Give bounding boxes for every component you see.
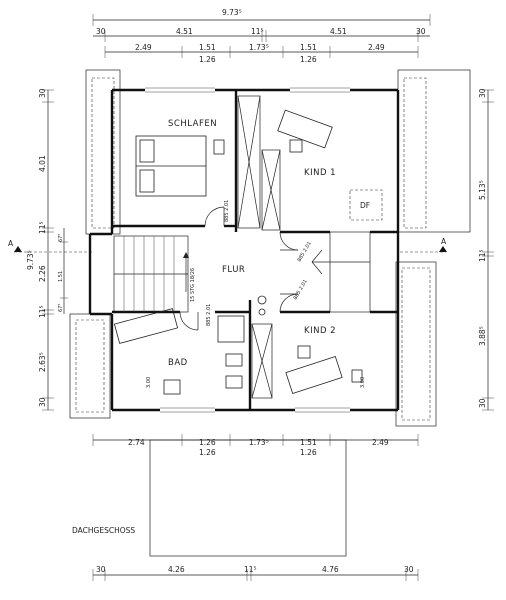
right-dim: 3.88⁵ (478, 326, 487, 346)
sill-label: 3.00 (360, 377, 366, 388)
top-row2-dim: 2.49 (135, 43, 152, 52)
stair-treads: 15 STG 18/26 (123, 236, 196, 312)
bottom-row2-dim: 11⁵ (244, 565, 257, 574)
bottom-row2-dim: 4.76 (322, 565, 339, 574)
left-inner-dim: 67⁵ (58, 304, 64, 312)
top-row1-dim: 30 (96, 27, 106, 36)
door-label: 885 2.01 (293, 279, 309, 301)
desk-icon (277, 109, 333, 149)
skylight-icon (349, 189, 383, 221)
sink-icon (225, 375, 243, 389)
left-dim: 4.01 (38, 155, 47, 172)
room-labels: SCHLAFEN KIND 1 FLUR KIND 2 BAD 3.00 3.0… (146, 119, 366, 388)
interior-walls (112, 90, 398, 410)
stair-label: 15 STG 18/26 (190, 268, 196, 302)
top-row2-sub-dim: 1.26 (300, 55, 317, 64)
left-inner-dim: 1.51 (58, 271, 64, 282)
bottom-row1-dim: 2.74 (128, 438, 145, 447)
room-label-kind2: KIND 2 (304, 326, 336, 336)
right-dimension-chains: 30 5.13⁵ 11⁵ 3.88⁵ 30 A (400, 88, 494, 411)
top-row2-sub-dim: 1.26 (199, 55, 216, 64)
section-extension (149, 439, 347, 557)
doors: 885 2.01 885 2.01 885 2.01 885 2.01 (179, 200, 313, 331)
right-dim: 11⁵ (478, 249, 487, 262)
left-dim: 2.26 (38, 265, 47, 282)
top-overall-dim: 9.73⁵ (222, 8, 242, 17)
top-row1-dim: 30 (416, 27, 426, 36)
bathtub-icon (113, 308, 179, 344)
left-dim: 11⁵ (38, 305, 47, 318)
door-label: 885 2.01 (297, 241, 313, 263)
top-dimension-chains: 9.73⁵ 30 4.51 11⁵ 4.51 30 2.49 1.51 1.73… (92, 8, 431, 64)
left-inner-dim: 67⁵ (58, 234, 64, 242)
door-label: 885 2.01 (224, 200, 230, 222)
top-row1-dim: 11⁵ (251, 27, 264, 36)
outer-walls (88, 87, 400, 413)
left-dim: 11⁵ (38, 221, 47, 234)
left-dimension-chains: 30 4.01 11⁵ 2.26 11⁵ 2.63⁵ 30 67⁵ 1.51 6… (8, 88, 92, 411)
left-dim: 30 (38, 88, 47, 98)
skylight-label: DF (360, 201, 370, 210)
furniture: DF (113, 109, 383, 395)
nightstand-icon (213, 139, 225, 155)
left-overall-dim: 9.73⁵ (26, 250, 35, 270)
right-dim: 5.13⁵ (478, 180, 487, 200)
sink-icon (225, 353, 243, 367)
top-row1-dim: 4.51 (176, 27, 193, 36)
bottom-row1-sub-dim: 1.26 (300, 448, 317, 457)
left-dim: 2.63⁵ (38, 352, 47, 372)
section-arrow-icon (14, 246, 22, 252)
top-row1-dim: 4.51 (330, 27, 347, 36)
chair-icon (297, 345, 311, 359)
sill-label: 3.00 (146, 377, 152, 388)
top-row2-dim: 2.49 (368, 43, 385, 52)
room-label-flur: FLUR (222, 265, 245, 275)
roof-bands (69, 69, 471, 427)
left-dim: 30 (38, 397, 47, 407)
bottom-row1-dim: 1.26 (199, 438, 216, 447)
bottom-row1-dim: 2.49 (372, 438, 389, 447)
bottom-row2-dim: 4.26 (168, 565, 185, 574)
bottom-row1-sub-dim: 1.26 (199, 448, 216, 457)
room-label-schlafen: SCHLAFEN (168, 119, 217, 129)
top-row2-dim: 1.73⁵ (249, 43, 269, 52)
bottom-row1-dim: 1.73⁵ (249, 438, 269, 447)
section-label-left: A (8, 239, 14, 248)
drawing-title: DACHGESCHOSS (72, 526, 135, 535)
desk-icon (285, 355, 343, 395)
bottom-row2-dim: 30 (404, 565, 414, 574)
bottom-row1-dim: 1.51 (300, 438, 317, 447)
door-label: 885 2.01 (206, 304, 212, 326)
shower-icon (217, 315, 245, 343)
right-dim: 30 (478, 88, 487, 98)
toilet-icon (163, 379, 181, 395)
section-label-right: A (441, 237, 447, 246)
right-dim: 30 (478, 398, 487, 408)
top-row2-dim: 1.51 (300, 43, 317, 52)
section-arrow-icon (439, 246, 447, 252)
room-label-bad: BAD (168, 358, 188, 368)
top-row2-dim: 1.51 (199, 43, 216, 52)
chair-icon (289, 139, 303, 153)
bottom-dimension-chains: 2.74 1.26 1.73⁵ 1.51 2.49 1.26 1.26 DACH… (72, 434, 419, 581)
bottom-row2-dim: 30 (96, 565, 106, 574)
room-label-kind1: KIND 1 (304, 168, 336, 178)
